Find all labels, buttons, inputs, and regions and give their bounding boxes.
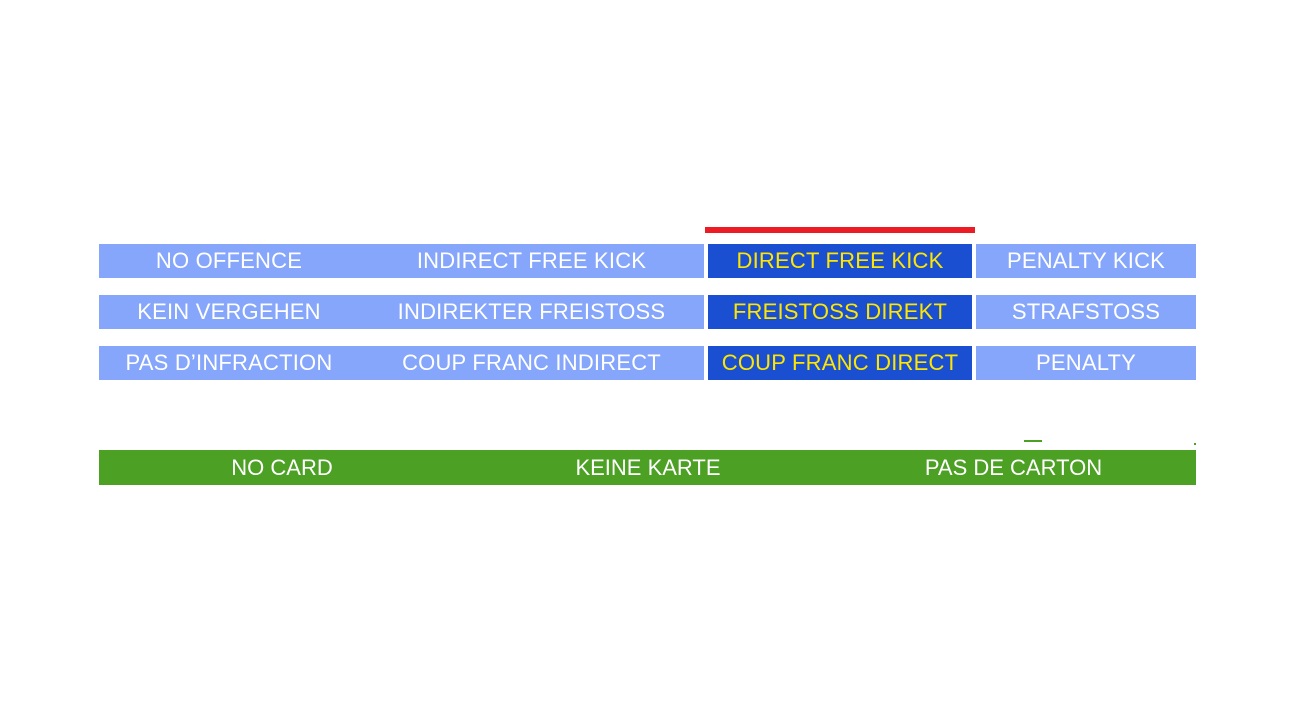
card-cell-no-card[interactable]: NO CARD xyxy=(231,454,333,480)
cell-divider-right xyxy=(972,295,976,329)
stray-dash-mark xyxy=(1024,440,1042,442)
card-cell-pas-de-carton[interactable]: PAS DE CARTON xyxy=(924,454,1103,480)
matrix-cell-direct-free-kick[interactable]: DIRECT FREE KICK xyxy=(708,244,972,278)
cell-divider-left xyxy=(704,244,708,278)
matrix-row-french: PAS D’INFRACTION COUP FRANC INDIRECT COU… xyxy=(99,346,1196,380)
matrix-cell-pas-d-infraction[interactable]: PAS D’INFRACTION xyxy=(99,346,359,380)
cell-divider-left xyxy=(704,346,708,380)
matrix-row-english: NO OFFENCE INDIRECT FREE KICK DIRECT FRE… xyxy=(99,244,1196,278)
card-decision-bar: NO CARD KEINE KARTE PAS DE CARTON xyxy=(99,450,1196,485)
stray-dot-mark xyxy=(1194,443,1196,445)
matrix-cell-strafstoss[interactable]: STRAFSTOSS xyxy=(976,295,1196,329)
selected-column-red-marker xyxy=(705,227,975,233)
cell-divider-right xyxy=(972,244,976,278)
cell-divider-left xyxy=(704,295,708,329)
matrix-cell-freistoss-direkt[interactable]: FREISTOSS DIREKT xyxy=(708,295,972,329)
matrix-cell-indirekter-freistoss[interactable]: INDIREKTER FREISTOSS xyxy=(359,295,704,329)
matrix-cell-no-offence[interactable]: NO OFFENCE xyxy=(99,244,359,278)
matrix-cell-penalty[interactable]: PENALTY xyxy=(976,346,1196,380)
cell-divider-right xyxy=(972,346,976,380)
matrix-row-german: KEIN VERGEHEN INDIREKTER FREISTOSS FREIS… xyxy=(99,295,1196,329)
matrix-cell-penalty-kick[interactable]: PENALTY KICK xyxy=(976,244,1196,278)
matrix-cell-coup-franc-direct[interactable]: COUP FRANC DIRECT xyxy=(708,346,972,380)
matrix-cell-indirect-free-kick[interactable]: INDIRECT FREE KICK xyxy=(359,244,704,278)
card-cell-keine-karte[interactable]: KEINE KARTE xyxy=(575,454,721,480)
matrix-cell-kein-vergehen[interactable]: KEIN VERGEHEN xyxy=(99,295,359,329)
matrix-cell-coup-franc-indirect[interactable]: COUP FRANC INDIRECT xyxy=(359,346,704,380)
